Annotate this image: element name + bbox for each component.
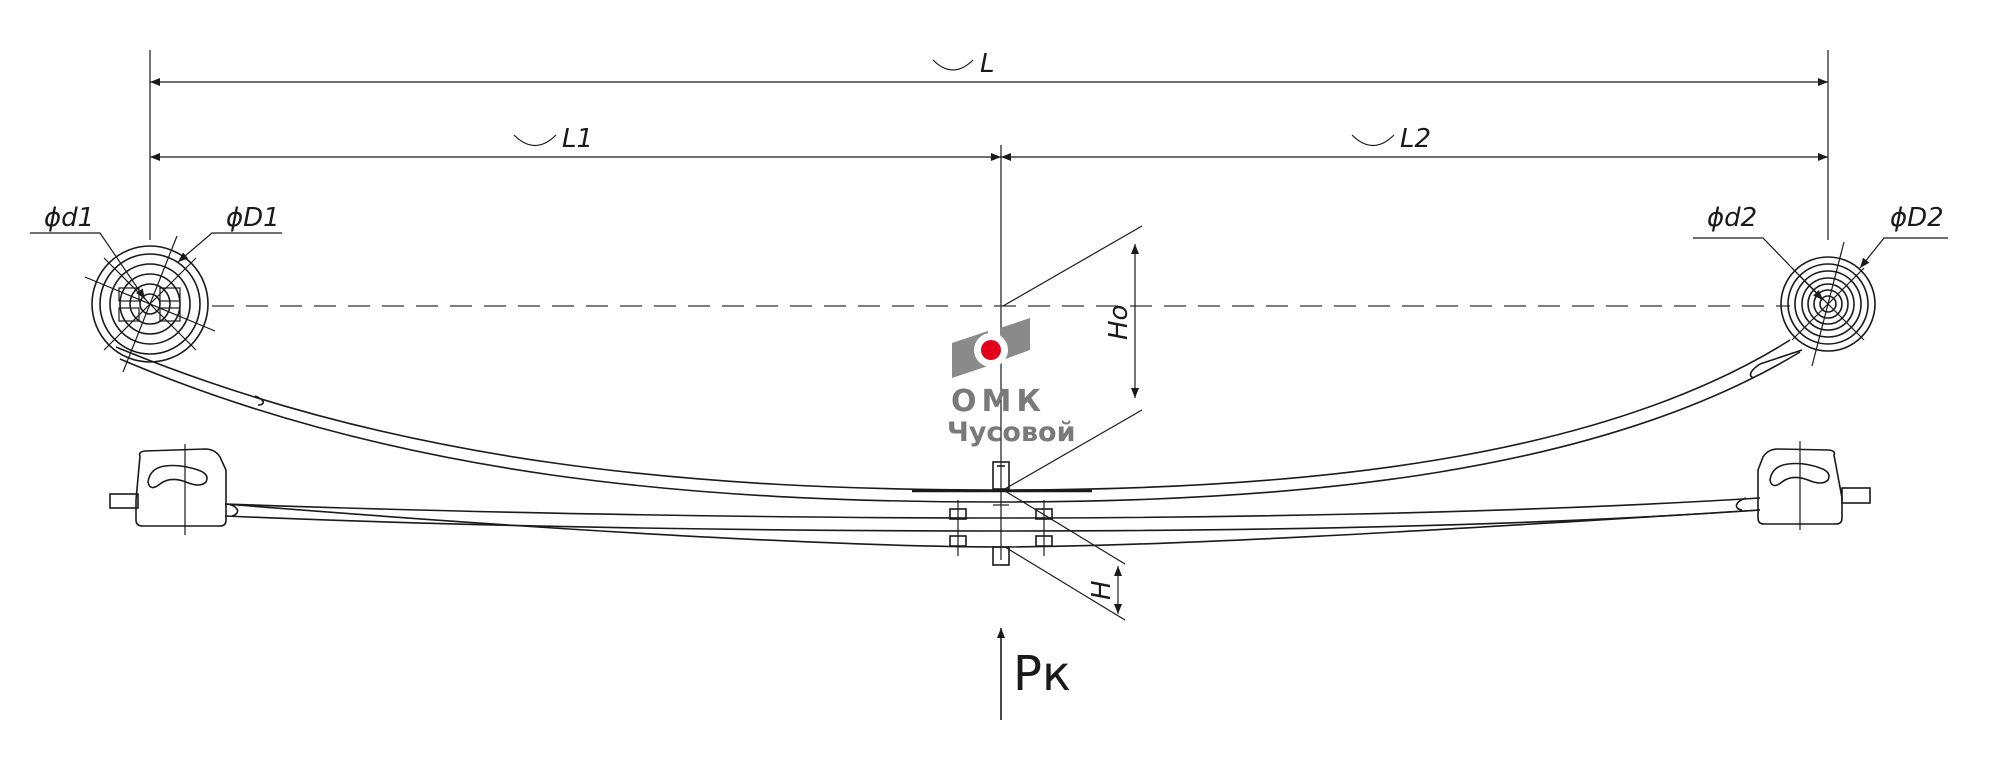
dimension-h: H [1004, 490, 1126, 621]
logo-dot [981, 340, 1001, 360]
lower-leaves [224, 497, 1761, 548]
arc-symbol [932, 59, 974, 71]
force-label: Pк [1013, 646, 1071, 702]
dimension-right-eye: ϕd2 ϕD2 [1693, 203, 1948, 301]
center-bolt [992, 461, 1010, 566]
dimension-d2-label: ϕd2 [1707, 203, 1757, 233]
left-slipper-bracket [109, 444, 227, 535]
dimension-l-label: L [980, 49, 995, 79]
arc-symbol [1351, 134, 1395, 147]
u-bolt-studs [949, 500, 1053, 556]
dimension-h-label: H [1087, 580, 1117, 600]
dimension-l2-label: L2 [1400, 124, 1431, 154]
dimension-ho-label: Ho [1104, 305, 1134, 340]
logo-location: Чусовой [947, 417, 1076, 448]
dimension-left-eye: ϕd1 ϕD1 [30, 203, 282, 300]
logo-name: ОМК [951, 384, 1046, 419]
left-eye [84, 235, 216, 373]
dimension-d1-label: ϕd1 [44, 203, 94, 233]
dimension-l: L [149, 49, 1829, 240]
dimension-l1-l2: L1 L2 [150, 124, 1828, 560]
main-leaf [115, 339, 1803, 503]
omk-logo: ОМК Чусовой [947, 318, 1076, 448]
force-arrow: Pк [997, 628, 1071, 720]
dimension-big-d2-label: ϕD2 [1890, 203, 1944, 233]
right-eye [1780, 241, 1876, 367]
dimension-ho: Ho [1002, 225, 1143, 491]
dimension-big-d1-label: ϕD1 [226, 203, 280, 233]
dimension-l1-label: L1 [562, 124, 593, 154]
right-slipper-bracket [1757, 441, 1871, 530]
arc-symbol [513, 134, 557, 147]
